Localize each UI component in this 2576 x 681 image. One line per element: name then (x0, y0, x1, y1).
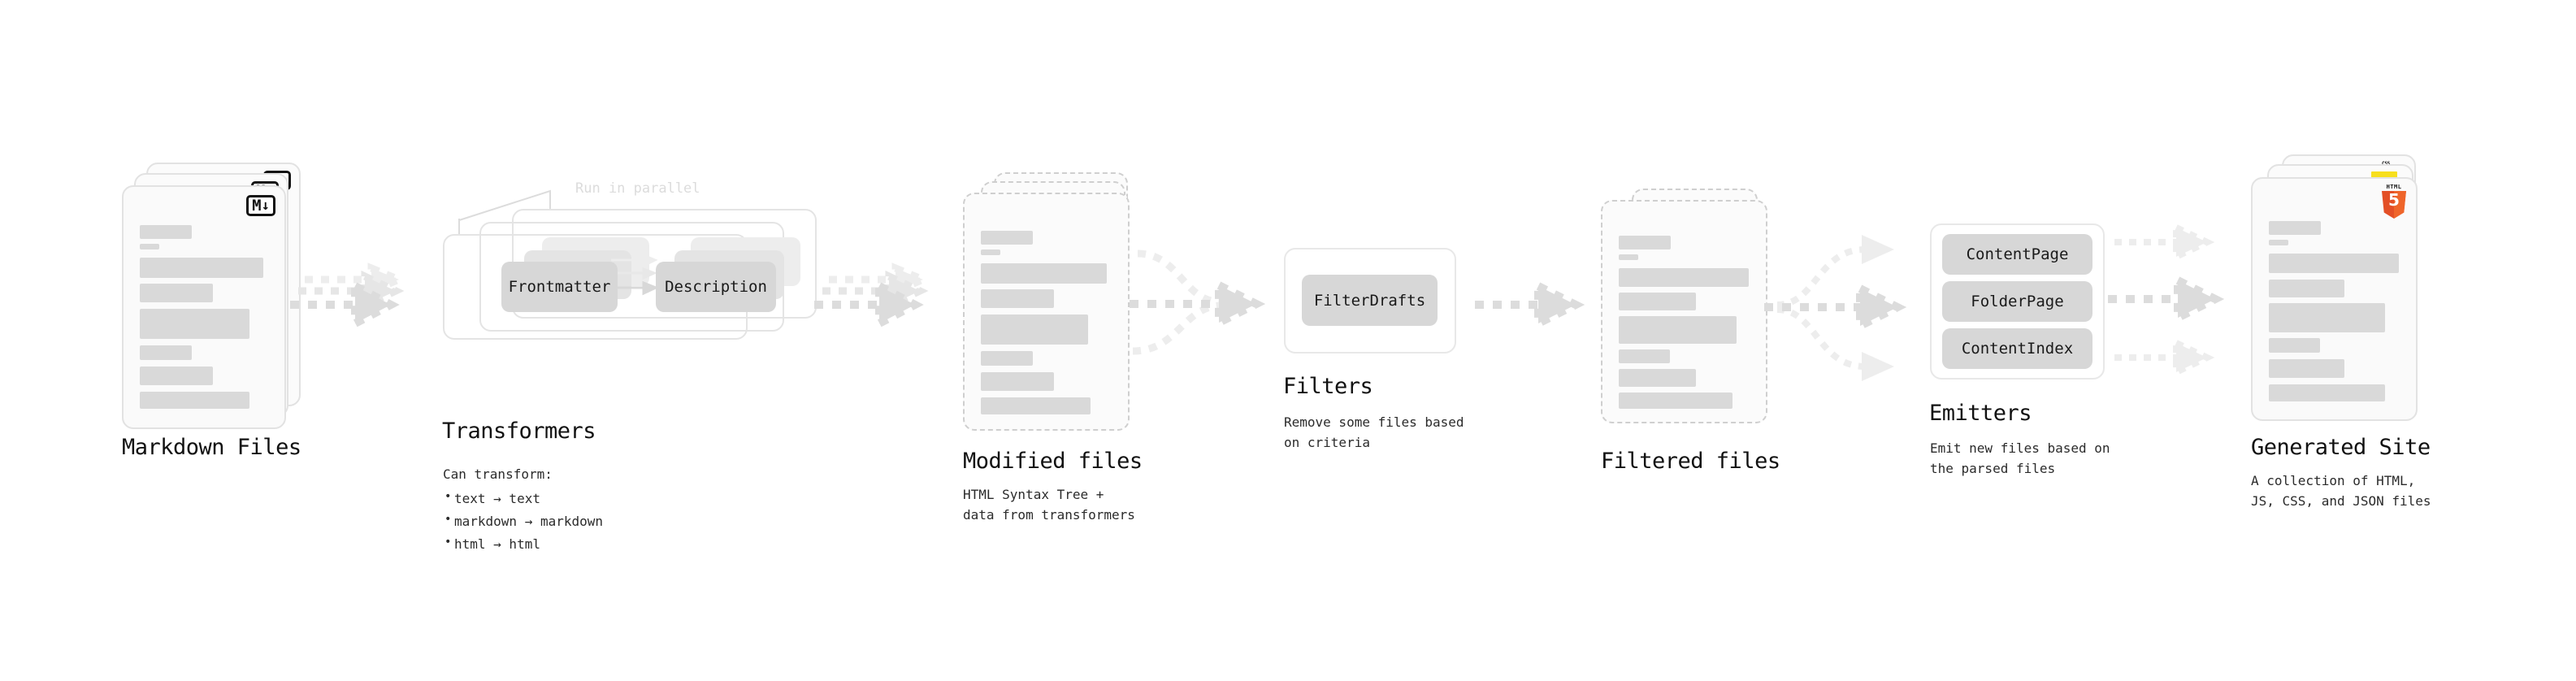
connector-transformers-to-modified (814, 262, 933, 331)
markdown-card-stack: M↓ M↓ M↓ (122, 163, 301, 429)
node-filtered-files: Filtered files (1601, 189, 1780, 474)
html5-icon: HTML 5 (2380, 184, 2408, 219)
skeleton-line (981, 263, 1107, 284)
transformers-caption: Can transform: text → text markdown → ma… (443, 463, 603, 556)
skeleton-line (981, 351, 1033, 366)
html5-shield-inner (2394, 191, 2406, 219)
chip-frontmatter[interactable]: Frontmatter (501, 262, 618, 312)
card-front: HTML 5 (2251, 177, 2418, 421)
skeleton-line (2269, 384, 2385, 401)
node-markdown-files: M↓ M↓ M↓ Markdown F (122, 163, 301, 460)
chip-contentpage[interactable]: ContentPage (1942, 234, 2092, 275)
skeleton-line (140, 345, 192, 360)
skeleton-line (981, 249, 1000, 255)
connector-modified-to-filters (1130, 249, 1266, 355)
run-in-parallel-label: Run in parallel (575, 180, 700, 197)
card-front (1601, 200, 1767, 423)
skeleton-line (140, 225, 192, 239)
markdown-badge: M↓ (246, 195, 275, 216)
skeleton-line (140, 392, 249, 409)
caption-header: Can transform: (443, 466, 553, 482)
emitters-box (1930, 223, 2105, 380)
node-caption: Emit new files based on the parsed files (1930, 440, 2110, 476)
skeleton-line (981, 397, 1091, 414)
markdown-badge-arrow: ↓ (261, 197, 270, 214)
node-caption: HTML Syntax Tree + data from transformer… (963, 487, 1135, 523)
chip-folderpage[interactable]: FolderPage (1942, 281, 2092, 322)
skeleton-line (140, 309, 249, 339)
skeleton-line (140, 258, 263, 278)
skeleton-line (981, 372, 1054, 391)
chip-filterdrafts[interactable]: FilterDrafts (1302, 275, 1438, 326)
list-item: html → html (443, 532, 603, 556)
html5-shield: 5 (2382, 191, 2406, 219)
skeleton-line (2269, 303, 2385, 332)
markdown-badge-letter: M (252, 196, 261, 215)
connector-markdown-to-transformers (290, 262, 409, 331)
skeleton-line (1619, 393, 1733, 409)
node-title: Markdown Files (122, 435, 301, 460)
skeleton-line (2269, 338, 2320, 353)
css-badge-label: CSS (2375, 162, 2396, 167)
node-modified-files: Modified files HTML Syntax Tree + data f… (963, 172, 1143, 523)
node-title: Filters (1283, 374, 1373, 399)
list-item: text → text (443, 487, 603, 510)
card-front: M↓ (122, 185, 286, 429)
card-front (963, 193, 1130, 431)
node-title: Transformers (442, 419, 596, 444)
filters-box (1284, 248, 1456, 354)
skeleton-line (2269, 359, 2344, 378)
skeleton-line (140, 284, 213, 302)
skeleton-line (1619, 369, 1696, 387)
skeleton-line (1619, 316, 1737, 344)
skeleton-line (1619, 236, 1671, 249)
chip-label: Description (665, 278, 767, 296)
filtered-card-stack (1601, 189, 1776, 432)
chip-label: Frontmatter (508, 278, 611, 296)
html5-label: HTML (2386, 184, 2402, 190)
chip-label: ContentPage (1966, 245, 2069, 263)
skeleton-line (1619, 293, 1696, 310)
node-title: Emitters (1929, 401, 2032, 426)
node-caption: Remove some files based on criteria (1284, 414, 1464, 450)
node-title: Filtered files (1601, 449, 1780, 474)
chip-contentindex[interactable]: ContentIndex (1942, 328, 2092, 369)
skeleton-line (981, 314, 1088, 345)
node-caption: A collection of HTML, JS, CSS, and JSON … (2251, 473, 2431, 509)
connector-filters-to-filtered (1475, 279, 1585, 331)
skeleton-line (1619, 254, 1638, 260)
skeleton-line (981, 289, 1054, 308)
skeleton-line (2269, 254, 2399, 273)
skeleton-line (2269, 221, 2321, 235)
chip-label: FolderPage (1971, 293, 2064, 310)
html5-digit: 5 (2388, 190, 2400, 210)
skeleton-line (2269, 240, 2288, 245)
connector-filtered-to-emitters (1764, 235, 1907, 381)
skeleton-line (981, 231, 1033, 245)
node-generated-site: CSS HTML 5 (2251, 154, 2438, 509)
chip-description[interactable]: Description (656, 262, 776, 312)
node-title: Modified files (963, 449, 1143, 474)
connector-emitters-to-site (2108, 222, 2225, 378)
chip-label: ContentIndex (1961, 340, 2074, 358)
run-in-parallel-leader-line (458, 189, 551, 235)
node-title: Generated Site (2251, 435, 2431, 460)
skeleton-line (1619, 268, 1749, 287)
transform-list: text → text markdown → markdown html → h… (443, 487, 603, 556)
list-item: markdown → markdown (443, 510, 603, 533)
skeleton-line (140, 244, 159, 249)
site-card-stack: CSS HTML 5 (2251, 154, 2438, 423)
chip-label: FilterDrafts (1313, 291, 1426, 310)
skeleton-line (2269, 280, 2344, 297)
modified-card-stack (963, 172, 1138, 432)
skeleton-line (140, 367, 213, 385)
skeleton-line (1619, 349, 1670, 363)
